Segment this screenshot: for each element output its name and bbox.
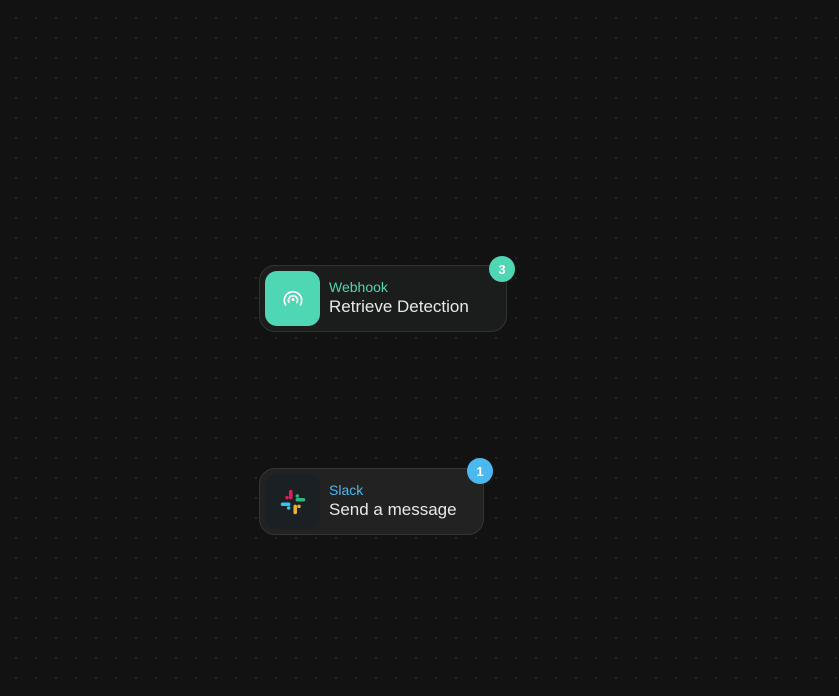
slack-node[interactable]: Slack Send a message	[259, 468, 484, 535]
webhook-node[interactable]: Webhook Retrieve Detection	[259, 265, 507, 332]
webhook-node-count-badge: 3	[489, 256, 515, 282]
webhook-node-type-label: Webhook	[329, 279, 388, 295]
slack-node-type-label: Slack	[329, 482, 364, 498]
slack-node-count-badge: 1	[467, 458, 493, 484]
webhook-node-icon-tile	[265, 271, 320, 326]
broadcast-icon	[282, 290, 303, 306]
slack-logo-icon	[280, 489, 305, 514]
slack-node-title: Send a message	[329, 500, 457, 519]
slack-node-text: Slack Send a message	[329, 482, 457, 521]
webhook-node-title: Retrieve Detection	[329, 297, 469, 316]
webhook-node-text: Webhook Retrieve Detection	[329, 279, 469, 318]
slack-node-icon-tile	[265, 474, 320, 529]
